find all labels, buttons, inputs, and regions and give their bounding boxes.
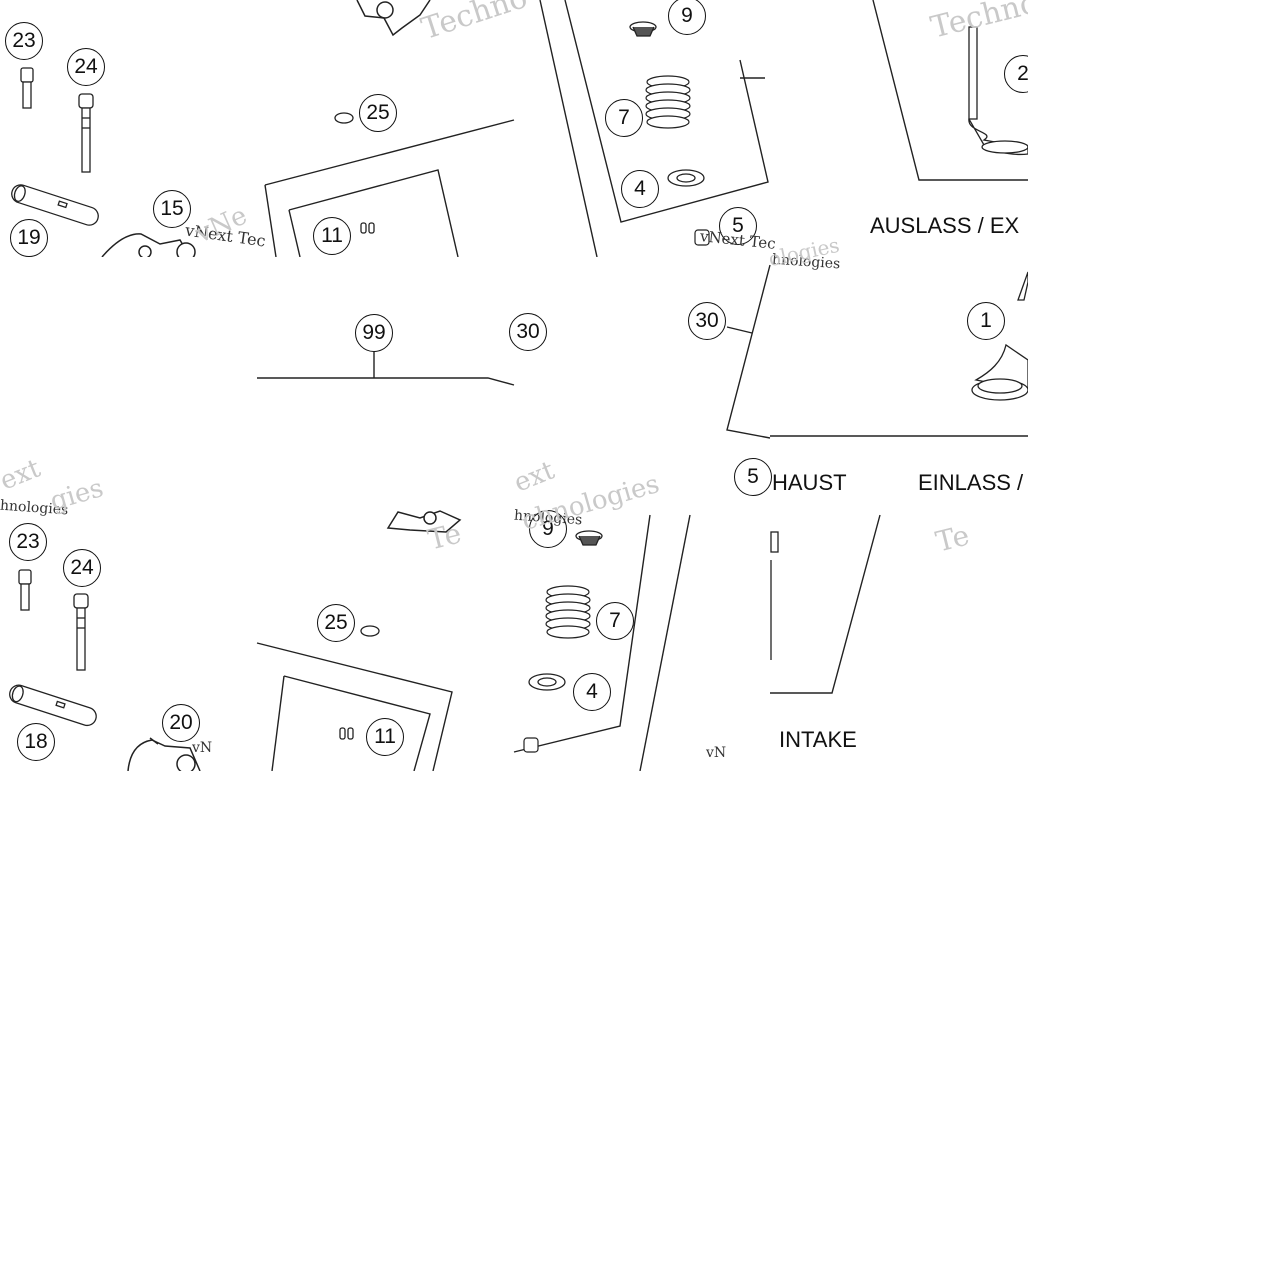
tile-gap	[0, 257, 257, 457]
exhaust-valve-2	[968, 26, 978, 120]
tile-gap	[1028, 257, 1285, 514]
callout-1: 1	[967, 302, 1005, 340]
spring-frame-outer-left	[539, 0, 598, 258]
exhaust-valve-frame	[872, 0, 1028, 181]
spacer	[880, 514, 1028, 524]
callout-15: 15	[153, 190, 191, 228]
rocker-shaft-19	[11, 184, 99, 226]
callout-24-bottom: 24	[63, 549, 101, 587]
watermark: vN	[706, 745, 727, 761]
callout-7-top: 7	[605, 99, 643, 137]
callout-7-bottom: 7	[596, 602, 634, 640]
callout-30-right: 30	[688, 302, 726, 340]
callout-99: 99	[355, 314, 393, 352]
callout-9-top: 9	[668, 0, 706, 35]
callout-11-bottom: 11	[366, 718, 404, 756]
spring-frame-inner	[564, 0, 769, 223]
callout-4-bottom: 4	[573, 673, 611, 711]
tile-gap	[514, 257, 674, 307]
tile-gap	[257, 257, 514, 313]
bracket-99	[257, 377, 515, 386]
callout-24-top: 24	[67, 48, 105, 86]
intake-label-top: EINLASS /	[918, 470, 1024, 495]
callout-30-left: 30	[509, 313, 547, 351]
blank-area	[0, 771, 1285, 1285]
exhaust-label-bottom: HAUST	[772, 470, 847, 495]
watermark: vN	[192, 740, 213, 756]
valve-spring-7-bottom	[545, 585, 591, 639]
callout-20: 20	[162, 704, 200, 742]
callout-11-top: 11	[313, 217, 351, 255]
callout-9-bottom: 9	[529, 510, 567, 548]
callout-23-top: 23	[5, 22, 43, 60]
callout-4-top: 4	[621, 170, 659, 208]
callout-18: 18	[17, 723, 55, 761]
callout-19: 19	[10, 219, 48, 257]
callout-25-bottom: 25	[317, 604, 355, 642]
callout-23-bottom: 23	[9, 523, 47, 561]
rocker-arm-bottom	[386, 510, 462, 533]
callout-25-top: 25	[359, 94, 397, 132]
valve-spring-7-top	[645, 75, 691, 129]
rocker-arm-top	[356, 0, 431, 37]
exhaust-label-top: AUSLASS / EX	[870, 213, 1020, 238]
intake-label-bottom: INTAKE	[779, 727, 857, 752]
bolt-23-head	[20, 67, 34, 83]
callout-5-top: 5	[719, 207, 757, 245]
callout-5-mid: 5	[734, 458, 772, 496]
